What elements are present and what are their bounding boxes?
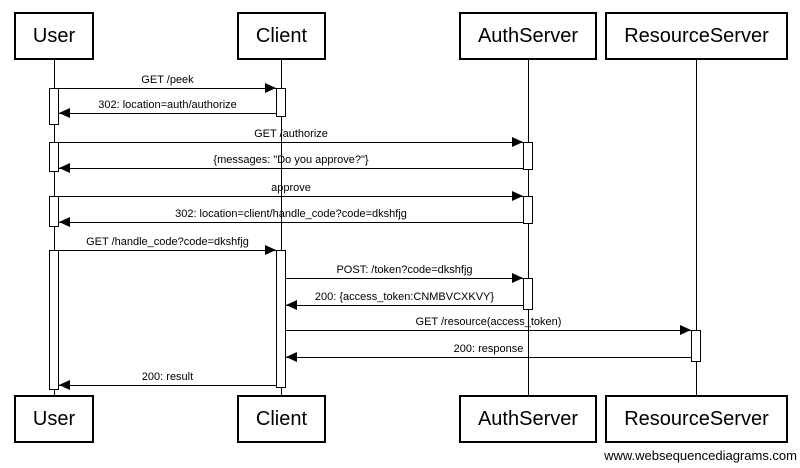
activation-client-2 (276, 250, 286, 388)
message-200-response: 200: response (286, 342, 691, 362)
message-302-auth-authorize: 302: location=auth/authorize (59, 98, 276, 118)
arrowhead-right-icon (265, 83, 276, 93)
arrowhead-left-icon (286, 300, 297, 310)
message-label: GET /resource(access_token) (415, 316, 562, 328)
message-200-result: 200: result (59, 370, 276, 390)
participant-label: Client (255, 24, 308, 47)
arrowhead-right-icon (512, 191, 523, 201)
participant-client-bottom: Client (237, 395, 326, 443)
participant-resourceserver-bottom: ResourceServer (605, 395, 788, 443)
message-label: {messages: "Do you approve?"} (213, 154, 369, 166)
message-label: 302: location=auth/authorize (98, 99, 237, 111)
activation-resourceserver-1 (691, 330, 701, 362)
message-post-token: POST: /token?code=dkshfjg (286, 263, 523, 283)
message-get-resource: GET /resource(access_token) (286, 315, 691, 335)
watermark-url: www.websequencediagrams.com (604, 448, 797, 463)
message-label: POST: /token?code=dkshfjg (336, 264, 473, 276)
activation-authserver-3 (523, 278, 533, 310)
message-approve: approve (59, 181, 523, 201)
activation-client-1 (276, 88, 286, 117)
lifeline-resourceserver (696, 60, 697, 395)
message-do-you-approve: {messages: "Do you approve?"} (59, 153, 523, 173)
activation-user-2 (49, 142, 59, 172)
activation-user-4 (49, 250, 59, 390)
activation-user-1 (49, 88, 59, 125)
arrowhead-left-icon (59, 380, 70, 390)
participant-user-bottom: User (14, 395, 94, 443)
participant-authserver-bottom: AuthServer (459, 395, 597, 443)
message-label: approve (271, 182, 311, 194)
message-label: 302: location=client/handle_code?code=dk… (175, 208, 407, 220)
arrowhead-left-icon (286, 352, 297, 362)
message-get-authorize: GET /authorize (59, 127, 523, 147)
participant-label: ResourceServer (624, 24, 769, 47)
participant-client-top: Client (237, 12, 326, 60)
participant-authserver-top: AuthServer (459, 12, 597, 60)
arrowhead-left-icon (59, 217, 70, 227)
message-label: GET /authorize (254, 128, 328, 140)
message-label: GET /handle_code?code=dkshfjg (86, 236, 249, 248)
participant-label: ResourceServer (624, 407, 769, 430)
message-label: 200: response (453, 343, 524, 355)
participant-user-top: User (14, 12, 94, 60)
message-200-access-token: 200: {access_token:CNMBVCXKVY} (286, 290, 523, 310)
message-label: GET /peek (141, 74, 194, 86)
participant-label: AuthServer (477, 407, 579, 430)
lifeline-user (54, 60, 55, 395)
arrowhead-right-icon (680, 325, 691, 335)
message-label: 200: result (141, 371, 194, 383)
lifeline-client (281, 60, 282, 395)
activation-authserver-2 (523, 196, 533, 224)
arrowhead-right-icon (265, 245, 276, 255)
participant-resourceserver-top: ResourceServer (605, 12, 788, 60)
message-302-handle-code: 302: location=client/handle_code?code=dk… (59, 207, 523, 227)
participant-label: User (32, 24, 76, 47)
message-label: 200: {access_token:CNMBVCXKVY} (314, 291, 495, 303)
arrowhead-left-icon (59, 108, 70, 118)
arrowhead-left-icon (59, 163, 70, 173)
lifeline-authserver (528, 60, 529, 395)
activation-authserver-1 (523, 142, 533, 170)
message-get-handle-code: GET /handle_code?code=dkshfjg (59, 235, 276, 255)
activation-user-3 (49, 196, 59, 227)
message-get-peek: GET /peek (59, 73, 276, 93)
arrowhead-right-icon (512, 137, 523, 147)
participant-label: Client (255, 407, 308, 430)
participant-label: User (32, 407, 76, 430)
participant-label: AuthServer (477, 24, 579, 47)
arrowhead-right-icon (512, 273, 523, 283)
